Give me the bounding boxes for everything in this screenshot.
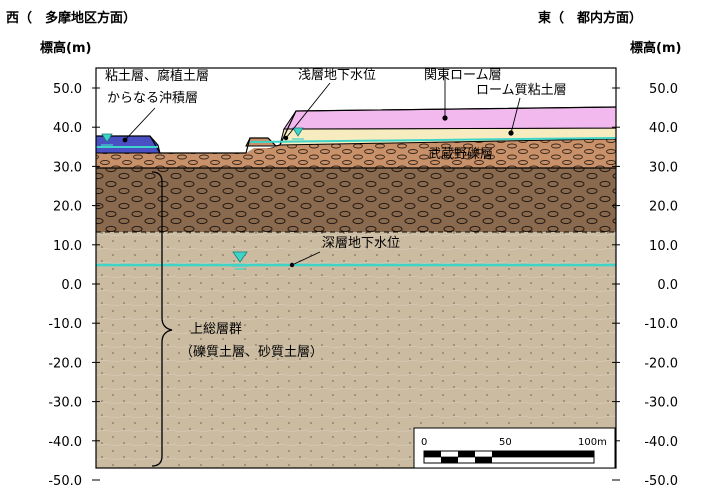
scale-label-0: 0 bbox=[421, 437, 427, 448]
west-direction-label: 西（ 多摩地区方面） bbox=[6, 10, 136, 26]
ground-surface-line bbox=[96, 106, 617, 154]
left-axis-tick-label: 40.0 bbox=[53, 121, 82, 136]
kazusa-label-line2: （礫質土層、砂質土層） bbox=[180, 344, 323, 360]
kazusa-group-brace bbox=[151, 171, 173, 467]
shallow-groundwater-line-east bbox=[249, 137, 617, 143]
right-axis-tick-label: 30.0 bbox=[649, 160, 678, 175]
musashino-gravel-label: 武蔵野礫層 bbox=[428, 146, 493, 162]
left-axis-tick-label: -30.0 bbox=[48, 396, 82, 411]
left-axis-tick-label: 50.0 bbox=[53, 82, 82, 97]
right-axis-tick-label: -30.0 bbox=[644, 396, 678, 411]
right-axis-title: 標高(m) bbox=[630, 40, 681, 56]
shallow-groundwater-label: 浅層地下水位 bbox=[298, 68, 376, 83]
right-axis-tick-label: 50.0 bbox=[649, 82, 678, 97]
plot-frame bbox=[95, 67, 617, 469]
right-axis-tick-label: 20.0 bbox=[649, 200, 678, 215]
left-axis-tick-label: -20.0 bbox=[48, 356, 82, 371]
deep-groundwater-leader-line bbox=[291, 251, 321, 266]
musashino-gravel-texture bbox=[96, 139, 616, 168]
right-axis-tick-label: 40.0 bbox=[649, 121, 678, 136]
alluvium-label-line2: からなる沖積層 bbox=[107, 91, 198, 106]
right-axis-tick-label: -20.0 bbox=[644, 356, 678, 371]
loam-clay-marker bbox=[508, 130, 514, 136]
kazusa-label-line1: 上総層群 bbox=[190, 322, 242, 337]
right-axis-tick-label: -40.0 bbox=[644, 435, 678, 450]
elevation-axes: 50.0 50.0 40.0 40.0 30.0 30.0 20.0 20.0 10.0 10.0… bbox=[48, 82, 678, 489]
scale-bar: 0 50 100m bbox=[413, 427, 616, 469]
scale-label-100: 100m bbox=[578, 437, 607, 448]
left-axis-tick-label: -10.0 bbox=[48, 317, 82, 332]
deep-groundwater-marker bbox=[289, 262, 295, 268]
left-axis-tick-label: -50.0 bbox=[48, 474, 82, 489]
shallow-groundwater-leader-line bbox=[285, 82, 331, 139]
right-axis-tick-label: -50.0 bbox=[644, 474, 678, 489]
water-table-icon bbox=[232, 251, 248, 270]
dark-gravel-texture bbox=[96, 168, 616, 232]
left-axis-tick-label: 0.0 bbox=[61, 278, 82, 293]
left-axis-tick-label: 20.0 bbox=[53, 200, 82, 215]
water-table-icon bbox=[292, 127, 304, 140]
alluvium-marker bbox=[122, 137, 128, 143]
left-axis-tick-label: 30.0 bbox=[53, 160, 82, 175]
deep-groundwater-label: 深層地下水位 bbox=[322, 236, 400, 251]
kanto-loam-marker bbox=[442, 115, 448, 121]
left-axis-tick-label: 10.0 bbox=[53, 239, 82, 254]
scale-label-50: 50 bbox=[499, 437, 512, 448]
left-axis-tick-label: -40.0 bbox=[48, 435, 82, 450]
alluvium-leader-line bbox=[124, 107, 156, 141]
east-direction-label: 東（ 都内方面） bbox=[538, 10, 642, 26]
shallow-groundwater-marker bbox=[283, 135, 289, 141]
right-axis-tick-label: 10.0 bbox=[649, 239, 678, 254]
kanto-loam-label: 関東ローム層 bbox=[424, 67, 502, 83]
right-axis-tick-label: 0.0 bbox=[657, 278, 678, 293]
right-axis-tick-label: -10.0 bbox=[644, 317, 678, 332]
loam-clay-label: ローム質粘土層 bbox=[476, 83, 567, 98]
alluvium-label-line1: 粘土層、腐植土層 bbox=[105, 69, 209, 84]
left-axis-title: 標高(m) bbox=[40, 40, 91, 56]
water-table-icon bbox=[101, 133, 113, 146]
loam-clay-leader-line bbox=[510, 97, 521, 134]
